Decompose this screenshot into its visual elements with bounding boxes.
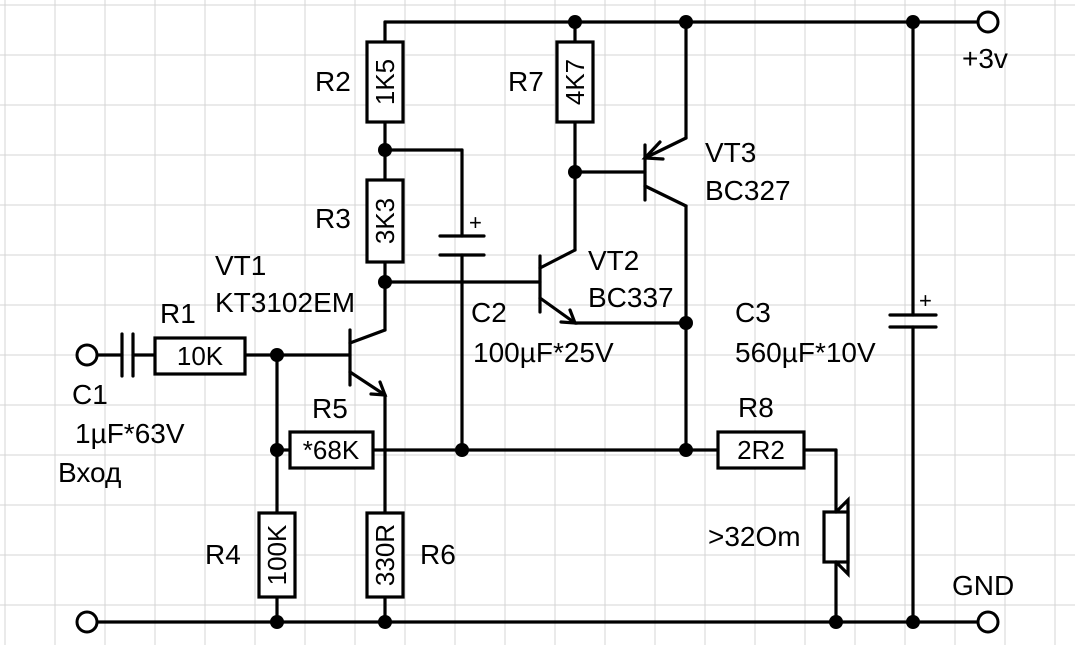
resistor-r3: 3K3 R3 bbox=[315, 178, 405, 264]
r6-ref: R6 bbox=[420, 539, 456, 570]
c3-ref: C3 bbox=[735, 297, 771, 328]
transistor-vt1: VT1 KT3102EM bbox=[215, 250, 388, 397]
vt3-ref: VT3 bbox=[705, 137, 756, 168]
r1-ref: R1 bbox=[160, 298, 196, 329]
r3-ref: R3 bbox=[315, 203, 351, 234]
r7-ref: R7 bbox=[508, 66, 544, 97]
capacitor-c1: C1 1µF*63V bbox=[72, 332, 185, 449]
capacitor-c3: + C3 560µF*10V bbox=[735, 288, 938, 368]
terminal-input: Вход bbox=[58, 343, 121, 488]
input-label: Вход bbox=[58, 457, 121, 488]
r2-value: 1K5 bbox=[370, 59, 400, 105]
terminal-input-ground bbox=[75, 610, 99, 634]
vt2-ref: VT2 bbox=[588, 245, 639, 276]
r5-value: *68K bbox=[303, 435, 360, 465]
transistor-vt2: VT2 BC337 bbox=[538, 245, 674, 325]
wires bbox=[88, 20, 987, 624]
c3-polarity: + bbox=[919, 288, 932, 313]
c2-ref: C2 bbox=[471, 297, 507, 328]
resistor-r5: *68K R5 bbox=[288, 393, 375, 470]
r8-value: 2R2 bbox=[737, 435, 785, 465]
ground-label: GND bbox=[952, 570, 1014, 601]
vt1-part: KT3102EM bbox=[215, 287, 355, 318]
r5-ref: R5 bbox=[312, 393, 348, 424]
c2-polarity: + bbox=[469, 210, 482, 235]
supply-label: +3v bbox=[962, 43, 1008, 74]
speaker: >32Om bbox=[708, 496, 850, 578]
c2-value: 100µF*25V bbox=[473, 337, 614, 368]
resistor-r7: 4K7 R7 bbox=[508, 40, 595, 124]
r3-value: 3K3 bbox=[370, 198, 400, 244]
speaker-value: >32Om bbox=[708, 521, 801, 552]
terminal-ground: GND bbox=[952, 570, 1014, 634]
resistor-r4: 100K R4 bbox=[205, 511, 297, 599]
transistor-vt3: VT3 BC327 bbox=[641, 136, 791, 208]
vt3-part: BC327 bbox=[705, 175, 791, 206]
r1-value: 10K bbox=[177, 341, 224, 371]
r6-value: 330R bbox=[370, 524, 400, 586]
r2-ref: R2 bbox=[315, 66, 351, 97]
c3-value: 560µF*10V bbox=[735, 337, 876, 368]
resistor-r2: 1K5 R2 bbox=[315, 40, 405, 124]
resistor-r1: 10K R1 bbox=[153, 298, 247, 376]
resistor-r8: 2R2 R8 bbox=[716, 392, 806, 470]
c1-value: 1µF*63V bbox=[75, 418, 185, 449]
r7-value: 4K7 bbox=[560, 59, 590, 105]
vt2-part: BC337 bbox=[588, 282, 674, 313]
capacitor-c2: + C2 100µF*25V bbox=[438, 210, 614, 368]
r4-ref: R4 bbox=[205, 539, 241, 570]
c1-ref: C1 bbox=[72, 379, 108, 410]
terminal-supply: +3v bbox=[962, 10, 1008, 74]
r4-value: 100K bbox=[262, 524, 292, 585]
vt1-ref: VT1 bbox=[215, 250, 266, 281]
r8-ref: R8 bbox=[738, 392, 774, 423]
resistor-r6: 330R R6 bbox=[365, 511, 456, 599]
junction-dots bbox=[270, 15, 920, 629]
